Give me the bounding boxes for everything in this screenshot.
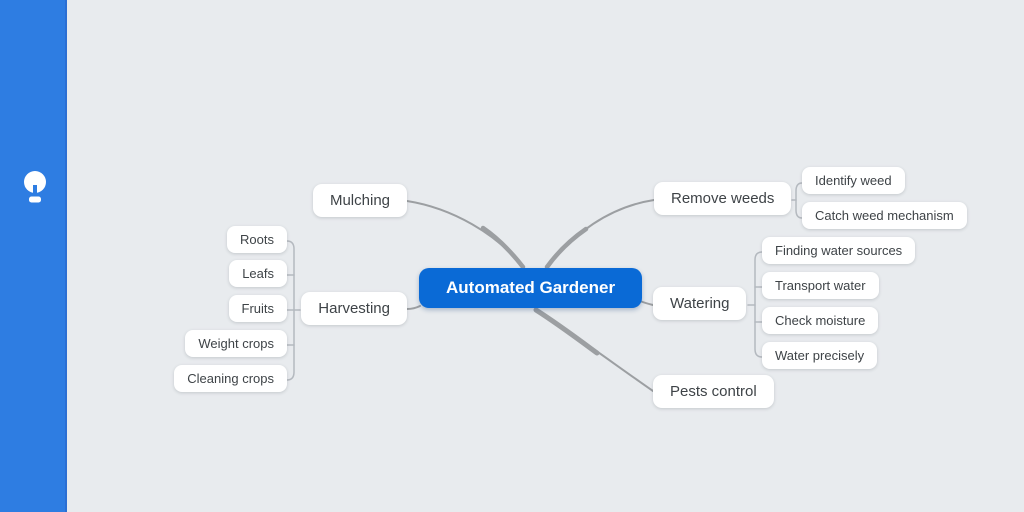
node-leafs[interactable]: Leafs <box>229 260 287 287</box>
node-label: Mulching <box>329 192 390 209</box>
node-mulching[interactable]: Mulching <box>312 184 407 217</box>
sidebar <box>0 0 67 512</box>
node-root-automated-gardener[interactable]: Automated Gardener <box>419 268 643 308</box>
node-label: Catch weed mechanism <box>815 208 954 223</box>
node-catch-weed-mechanism[interactable]: Catch weed mechanism <box>802 202 967 229</box>
node-watering[interactable]: Watering <box>653 287 747 320</box>
node-label: Check moisture <box>775 313 866 328</box>
node-identify-weed[interactable]: Identify weed <box>802 167 905 194</box>
edge-root-mulching <box>406 200 526 270</box>
node-label: Pests control <box>670 383 757 400</box>
node-pests-control[interactable]: Pests control <box>653 375 774 408</box>
node-finding-water-sources[interactable]: Finding water sources <box>762 237 916 264</box>
node-label: Transport water <box>775 278 866 293</box>
edge-root-pests-control <box>533 307 654 392</box>
node-water-precisely[interactable]: Water precisely <box>762 342 878 369</box>
node-label: Watering <box>670 295 730 312</box>
node-label: Remove weeds <box>671 190 775 207</box>
node-label: Harvesting <box>318 300 390 317</box>
node-transport-water[interactable]: Transport water <box>762 272 879 299</box>
node-roots[interactable]: Roots <box>227 226 287 253</box>
bracket-remove-weeds-children <box>791 182 803 219</box>
node-label: Finding water sources <box>775 243 903 258</box>
node-label: Roots <box>240 232 274 247</box>
node-label: Identify weed <box>815 173 892 188</box>
node-fruits[interactable]: Fruits <box>228 295 287 322</box>
node-label: Weight crops <box>198 336 274 351</box>
bracket-watering-children <box>747 251 763 358</box>
edge-root-watering <box>639 300 654 306</box>
edge-root-harvesting <box>406 305 421 310</box>
edge-root-remove-weeds <box>544 199 655 270</box>
node-remove-weeds[interactable]: Remove weeds <box>654 182 792 215</box>
node-label: Automated Gardener <box>446 278 616 297</box>
node-cleaning-crops[interactable]: Cleaning crops <box>174 365 287 392</box>
bracket-harvesting-children <box>286 240 301 381</box>
node-label: Cleaning crops <box>187 371 274 386</box>
node-check-moisture[interactable]: Check moisture <box>762 307 879 334</box>
node-harvesting[interactable]: Harvesting <box>301 292 407 325</box>
lightbulb-icon[interactable] <box>21 170 49 204</box>
node-label: Water precisely <box>775 348 865 363</box>
node-label: Leafs <box>242 266 274 281</box>
node-label: Fruits <box>241 301 275 316</box>
node-weight-crops[interactable]: Weight crops <box>185 330 287 357</box>
